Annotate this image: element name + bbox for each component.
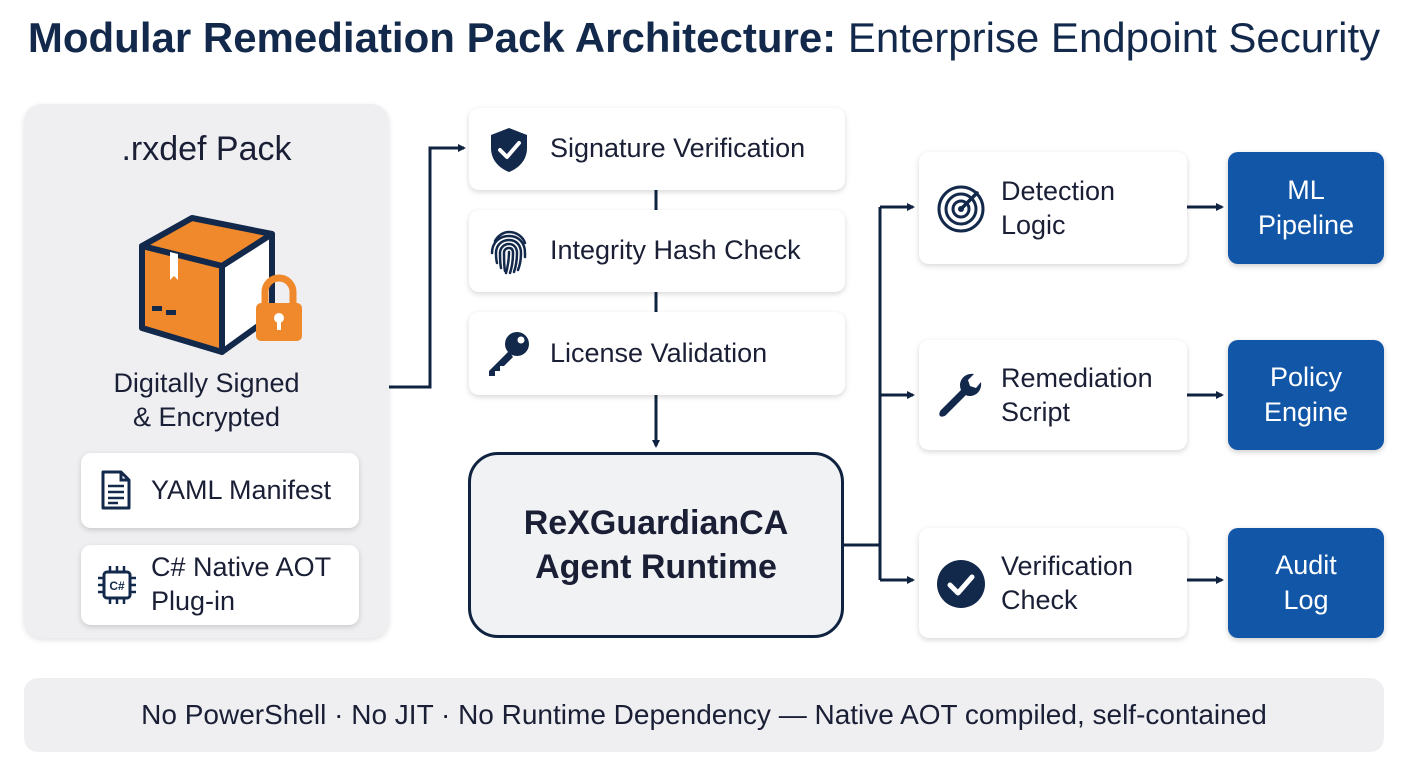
license-validation-label: License Validation (550, 338, 768, 368)
ml-pipeline-box: ML Pipeline (1228, 152, 1384, 264)
remediation-line1: Remediation (1001, 363, 1153, 393)
license-validation-card: License Validation (469, 312, 845, 395)
remediation-script-label: Remediation Script (1001, 361, 1153, 429)
remediation-script-card: Remediation Script (919, 340, 1187, 450)
footer-text: No PowerShell · No JIT · No Runtime Depe… (141, 699, 1267, 730)
integrity-hash-card: Integrity Hash Check (469, 210, 845, 292)
policy-engine-line2: Engine (1263, 397, 1349, 427)
runtime-line2: Agent Runtime (535, 548, 777, 586)
yaml-manifest-card: YAML Manifest (81, 453, 359, 528)
signature-verification-label: Signature Verification (550, 133, 806, 163)
native-aot-label: C# Native AOT Plug-in (151, 550, 331, 618)
ml-pipeline-line1: ML (1287, 175, 1325, 205)
audit-log-line1: Audit (1275, 550, 1337, 580)
detection-line2: Logic (1001, 210, 1066, 240)
diagram-title: Modular Remediation Pack Architecture: E… (0, 14, 1408, 62)
footer-banner: No PowerShell · No JIT · No Runtime Depe… (24, 678, 1384, 752)
native-aot-plugin-card: C# C# Native AOT Plug-in (81, 545, 359, 625)
pack-caption: Digitally Signed & Encrypted (24, 366, 389, 434)
signature-verification-card: Signature Verification (469, 108, 845, 190)
document-icon (99, 469, 133, 511)
key-icon (483, 328, 533, 378)
chip-label: C# (109, 579, 125, 593)
verification-line2: Check (1001, 585, 1078, 615)
shield-check-icon (487, 126, 531, 174)
fingerprint-icon (487, 228, 531, 276)
detection-logic-card: Detection Logic (919, 152, 1187, 264)
detection-logic-label: Detection Logic (1001, 174, 1115, 242)
verification-line1: Verification (1001, 551, 1134, 581)
verification-check-card: Verification Check (919, 528, 1187, 638)
audit-log-line2: Log (1283, 585, 1329, 615)
native-aot-label-line2: Plug-in (151, 586, 236, 616)
pack-title: .rxdef Pack (121, 130, 292, 168)
check-circle-icon (935, 558, 987, 610)
remediation-line2: Script (1001, 397, 1071, 427)
policy-engine-box: Policy Engine (1228, 340, 1384, 450)
pack-caption-line1: Digitally Signed (113, 368, 300, 398)
native-aot-label-line1: C# Native AOT (151, 552, 332, 582)
title-light: Enterprise Endpoint Security (836, 14, 1381, 61)
ml-pipeline-line2: Pipeline (1257, 210, 1355, 240)
audit-log-box: Audit Log (1228, 528, 1384, 638)
verification-check-label: Verification Check (1001, 549, 1133, 617)
chip-csharp-icon: C# (97, 565, 137, 605)
yaml-manifest-label: YAML Manifest (151, 475, 332, 505)
integrity-hash-label: Integrity Hash Check (550, 235, 801, 265)
agent-runtime-label: ReXGuardianCA Agent Runtime (524, 501, 789, 589)
policy-engine-line1: Policy (1269, 362, 1342, 392)
package-lock-icon (122, 206, 312, 361)
pack-caption-line2: & Encrypted (132, 402, 281, 432)
detection-line1: Detection (1001, 176, 1116, 206)
title-bold: Modular Remediation Pack Architecture: (27, 14, 837, 61)
connector-pack-to-signature (389, 144, 466, 389)
wrench-icon (935, 369, 987, 421)
radar-icon (935, 183, 987, 235)
agent-runtime-box: ReXGuardianCA Agent Runtime (468, 452, 844, 638)
runtime-line1: ReXGuardianCA (523, 504, 789, 542)
